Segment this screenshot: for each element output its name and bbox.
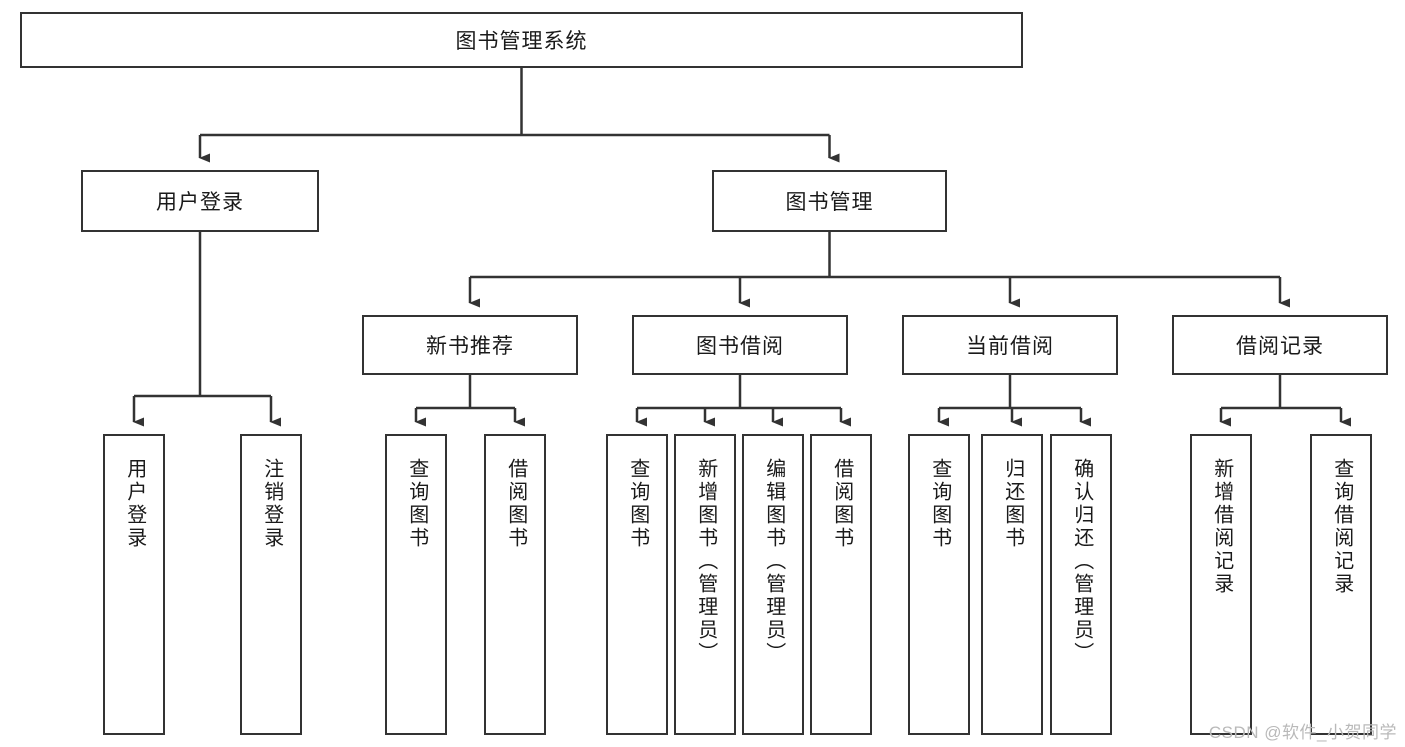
node-leaf-4[interactable]: 查询图书	[606, 434, 668, 735]
node-leaf-3[interactable]: 借阅图书	[484, 434, 546, 735]
leaf-node-label: 借阅图书	[830, 458, 853, 550]
node-level3-0[interactable]: 新书推荐	[362, 315, 578, 375]
node-label: 用户登录	[156, 191, 244, 214]
node-leaf-7[interactable]: 借阅图书	[810, 434, 872, 735]
leaf-node-label: 查询图书	[405, 458, 428, 550]
leaf-node-label: 新增图书（管理员）	[694, 458, 717, 665]
connector-paths	[132, 68, 1351, 427]
node-root[interactable]: 图书管理系统	[20, 12, 1023, 68]
leaf-node-label: 查询图书	[928, 458, 951, 550]
node-leaf-5[interactable]: 新增图书（管理员）	[674, 434, 736, 735]
leaf-node-label: 借阅图书	[504, 458, 527, 550]
leaf-node-label: 注销登录	[260, 458, 283, 550]
node-label: 借阅记录	[1236, 335, 1324, 358]
node-leaf-10[interactable]: 确认归还（管理员）	[1050, 434, 1112, 735]
node-leaf-2[interactable]: 查询图书	[385, 434, 447, 735]
node-label: 新书推荐	[426, 335, 514, 358]
node-label: 图书管理系统	[455, 30, 588, 53]
node-level3-2[interactable]: 当前借阅	[902, 315, 1118, 375]
node-leaf-6[interactable]: 编辑图书（管理员）	[742, 434, 804, 735]
node-leaf-1[interactable]: 注销登录	[240, 434, 302, 735]
leaf-node-label: 归还图书	[1001, 458, 1024, 550]
node-label: 当前借阅	[966, 335, 1054, 358]
leaf-node-label: 编辑图书（管理员）	[762, 458, 785, 665]
node-label: 图书管理	[785, 191, 874, 214]
leaf-node-label: 查询借阅记录	[1330, 458, 1353, 596]
node-leaf-0[interactable]: 用户登录	[103, 434, 165, 735]
node-leaf-8[interactable]: 查询图书	[908, 434, 970, 735]
node-leaf-9[interactable]: 归还图书	[981, 434, 1043, 735]
node-level2-0[interactable]: 用户登录	[81, 170, 319, 232]
leaf-node-label: 查询图书	[626, 458, 649, 550]
node-level2-1[interactable]: 图书管理	[712, 170, 947, 232]
node-leaf-12[interactable]: 查询借阅记录	[1310, 434, 1372, 735]
leaf-node-label: 新增借阅记录	[1210, 458, 1233, 596]
node-level3-3[interactable]: 借阅记录	[1172, 315, 1388, 375]
leaf-node-label: 用户登录	[123, 458, 146, 550]
node-level3-1[interactable]: 图书借阅	[632, 315, 848, 375]
leaf-node-label: 确认归还（管理员）	[1070, 458, 1093, 665]
node-leaf-11[interactable]: 新增借阅记录	[1190, 434, 1252, 735]
node-label: 图书借阅	[696, 335, 784, 358]
